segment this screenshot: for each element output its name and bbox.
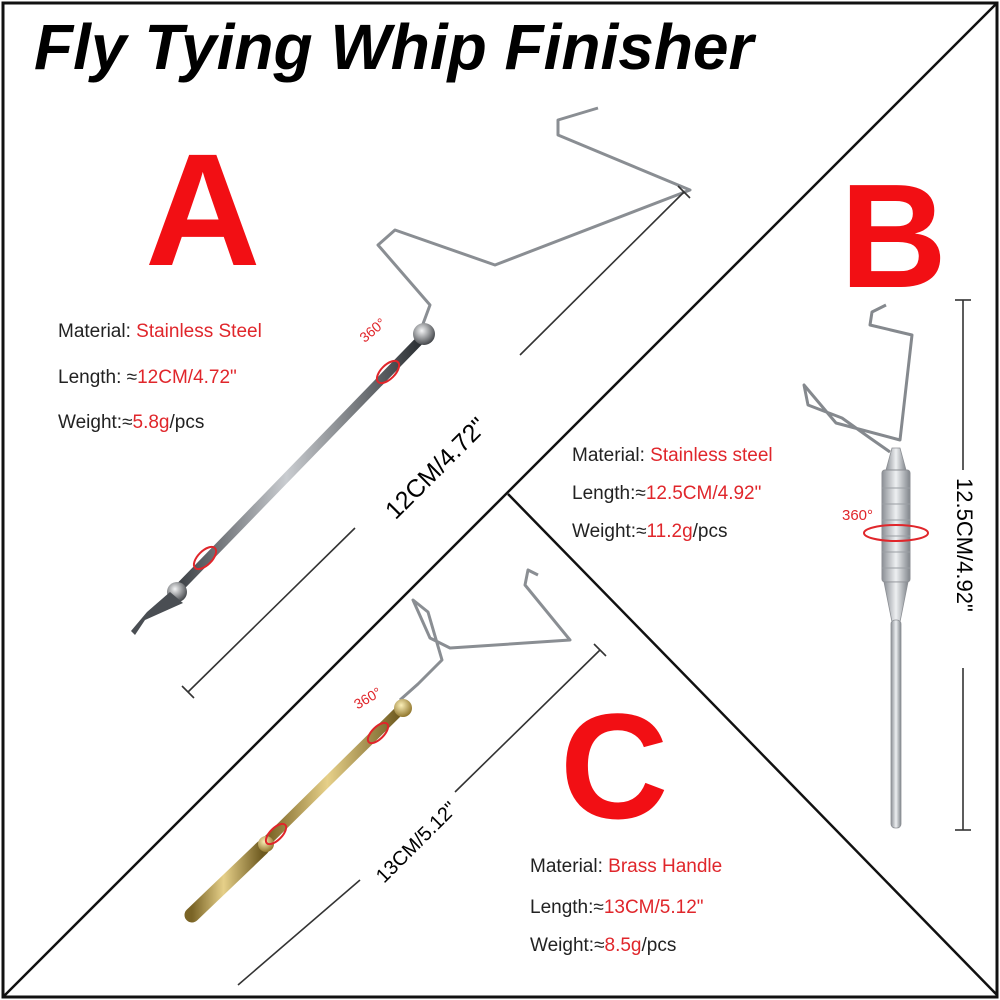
spec-b-length: Length:≈12.5CM/4.92" [572, 483, 762, 504]
tool-b-shaft [890, 619, 902, 829]
spec-b-weight: Weight:≈11.2g/pcs [572, 521, 728, 542]
tool-b-illustration [802, 303, 929, 829]
spec-a-length: Length: ≈12CM/4.72" [58, 367, 237, 388]
tool-a-ball-top [413, 323, 435, 345]
tool-a-rotation-ring-top [375, 359, 401, 385]
dimension-line-b [955, 299, 971, 831]
tool-c-rotation-ring-top [366, 721, 390, 745]
dimension-line-c [237, 643, 607, 986]
dimension-label-b: 12.5CM/4.92" [952, 478, 977, 612]
spec-a-material: Material: Stainless Steel [58, 321, 262, 342]
tool-a-illustration [131, 106, 692, 635]
tool-c-rotation-ring-bottom [264, 822, 288, 846]
spec-c-material: Material: Brass Handle [530, 856, 723, 877]
tool-a-tip [131, 592, 183, 635]
spec-c-length: Length:≈13CM/5.12" [530, 897, 704, 918]
page-title: Fly Tying Whip Finisher [34, 11, 754, 83]
product-letter-c: C [560, 682, 669, 850]
tool-a-rod [172, 335, 425, 595]
tool-c-ball-top [394, 699, 412, 717]
tool-c-wire [399, 568, 572, 702]
spec-c-weight: Weight:≈8.5g/pcs [530, 935, 677, 956]
spec-a-weight: Weight:≈5.8g/pcs [58, 412, 205, 433]
product-letter-b: B [840, 154, 947, 319]
tool-b-wire [802, 303, 914, 454]
dimension-line-a [181, 185, 691, 699]
tool-a-rotation-ring-bottom [192, 545, 218, 571]
product-letter-a: A [145, 120, 261, 299]
tool-b-rotation-ring [863, 524, 929, 542]
tool-c-shaft [263, 705, 405, 845]
tool-a-wire [376, 106, 692, 333]
tool-c-handle [184, 840, 270, 923]
tool-c-collar [258, 836, 274, 852]
rotation-label-b: 360° [842, 507, 874, 524]
tool-b-taper [883, 581, 909, 623]
divider-lower [507, 493, 998, 996]
spec-b-material: Material: Stainless steel [572, 445, 773, 466]
tool-c-illustration [184, 568, 572, 923]
